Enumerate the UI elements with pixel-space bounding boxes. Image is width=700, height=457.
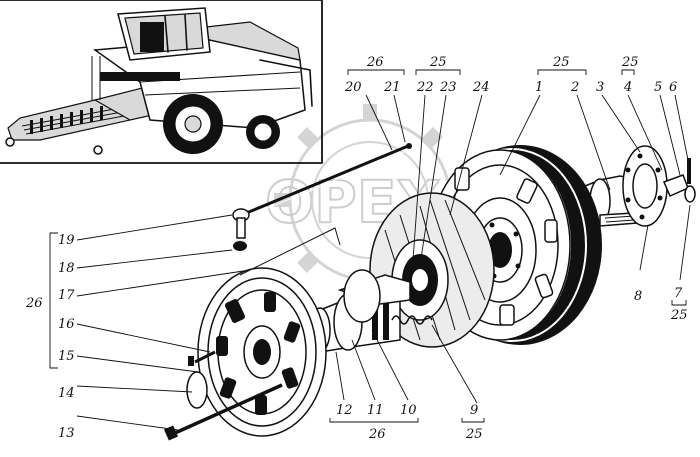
callout-15: 15 [58,349,75,364]
combine-harvester-icon [5,7,313,155]
callout-19: 19 [58,233,75,248]
nut-and-washer [662,158,696,203]
callout-8: 8 [634,289,642,304]
callout-16: 16 [58,317,75,332]
callout-24: 24 [472,80,490,95]
callout-4: 4 [623,80,632,95]
callout-12: 12 [336,403,353,418]
callout-10: 10 [400,403,417,418]
callout-22: 22 [416,80,434,95]
callout-21: 21 [383,80,401,95]
callout-20: 20 [344,80,362,95]
callout-5: 5 [654,80,662,95]
callout-1: 1 [535,80,543,95]
group-label-25-b: 25 [552,55,570,70]
callout-13: 13 [58,426,75,441]
callout-14: 14 [58,386,75,401]
callout-23: 23 [439,80,457,95]
group-label-26-top: 26 [366,55,384,70]
callout-6: 6 [669,80,677,95]
callout-7: 7 [674,286,683,301]
group-label-26-left: 26 [25,296,43,311]
callout-11: 11 [367,403,384,418]
group-label-26-bottom: 26 [368,427,386,442]
tie-rod [232,143,412,276]
left-pulley [197,267,327,437]
callout-9: 9 [470,403,478,418]
callout-17: 17 [58,288,75,303]
leader-lines [49,69,691,431]
hub-flange [622,145,668,227]
inset-combine-harvester [0,0,323,164]
callout-18: 18 [58,261,75,276]
group-label-25-a: 25 [429,55,447,70]
callout-2: 2 [570,80,579,95]
callouts: 26 25 25 25 20 21 22 23 24 1 2 3 4 5 6 8… [25,55,688,442]
callout-3: 3 [596,80,604,95]
group-label-25-bottom-7: 25 [670,308,688,323]
group-label-25-bottom-9: 25 [465,427,483,442]
group-label-25-c: 25 [621,55,639,70]
spring-hub-assembly [309,269,433,353]
variator-disc [369,192,495,348]
